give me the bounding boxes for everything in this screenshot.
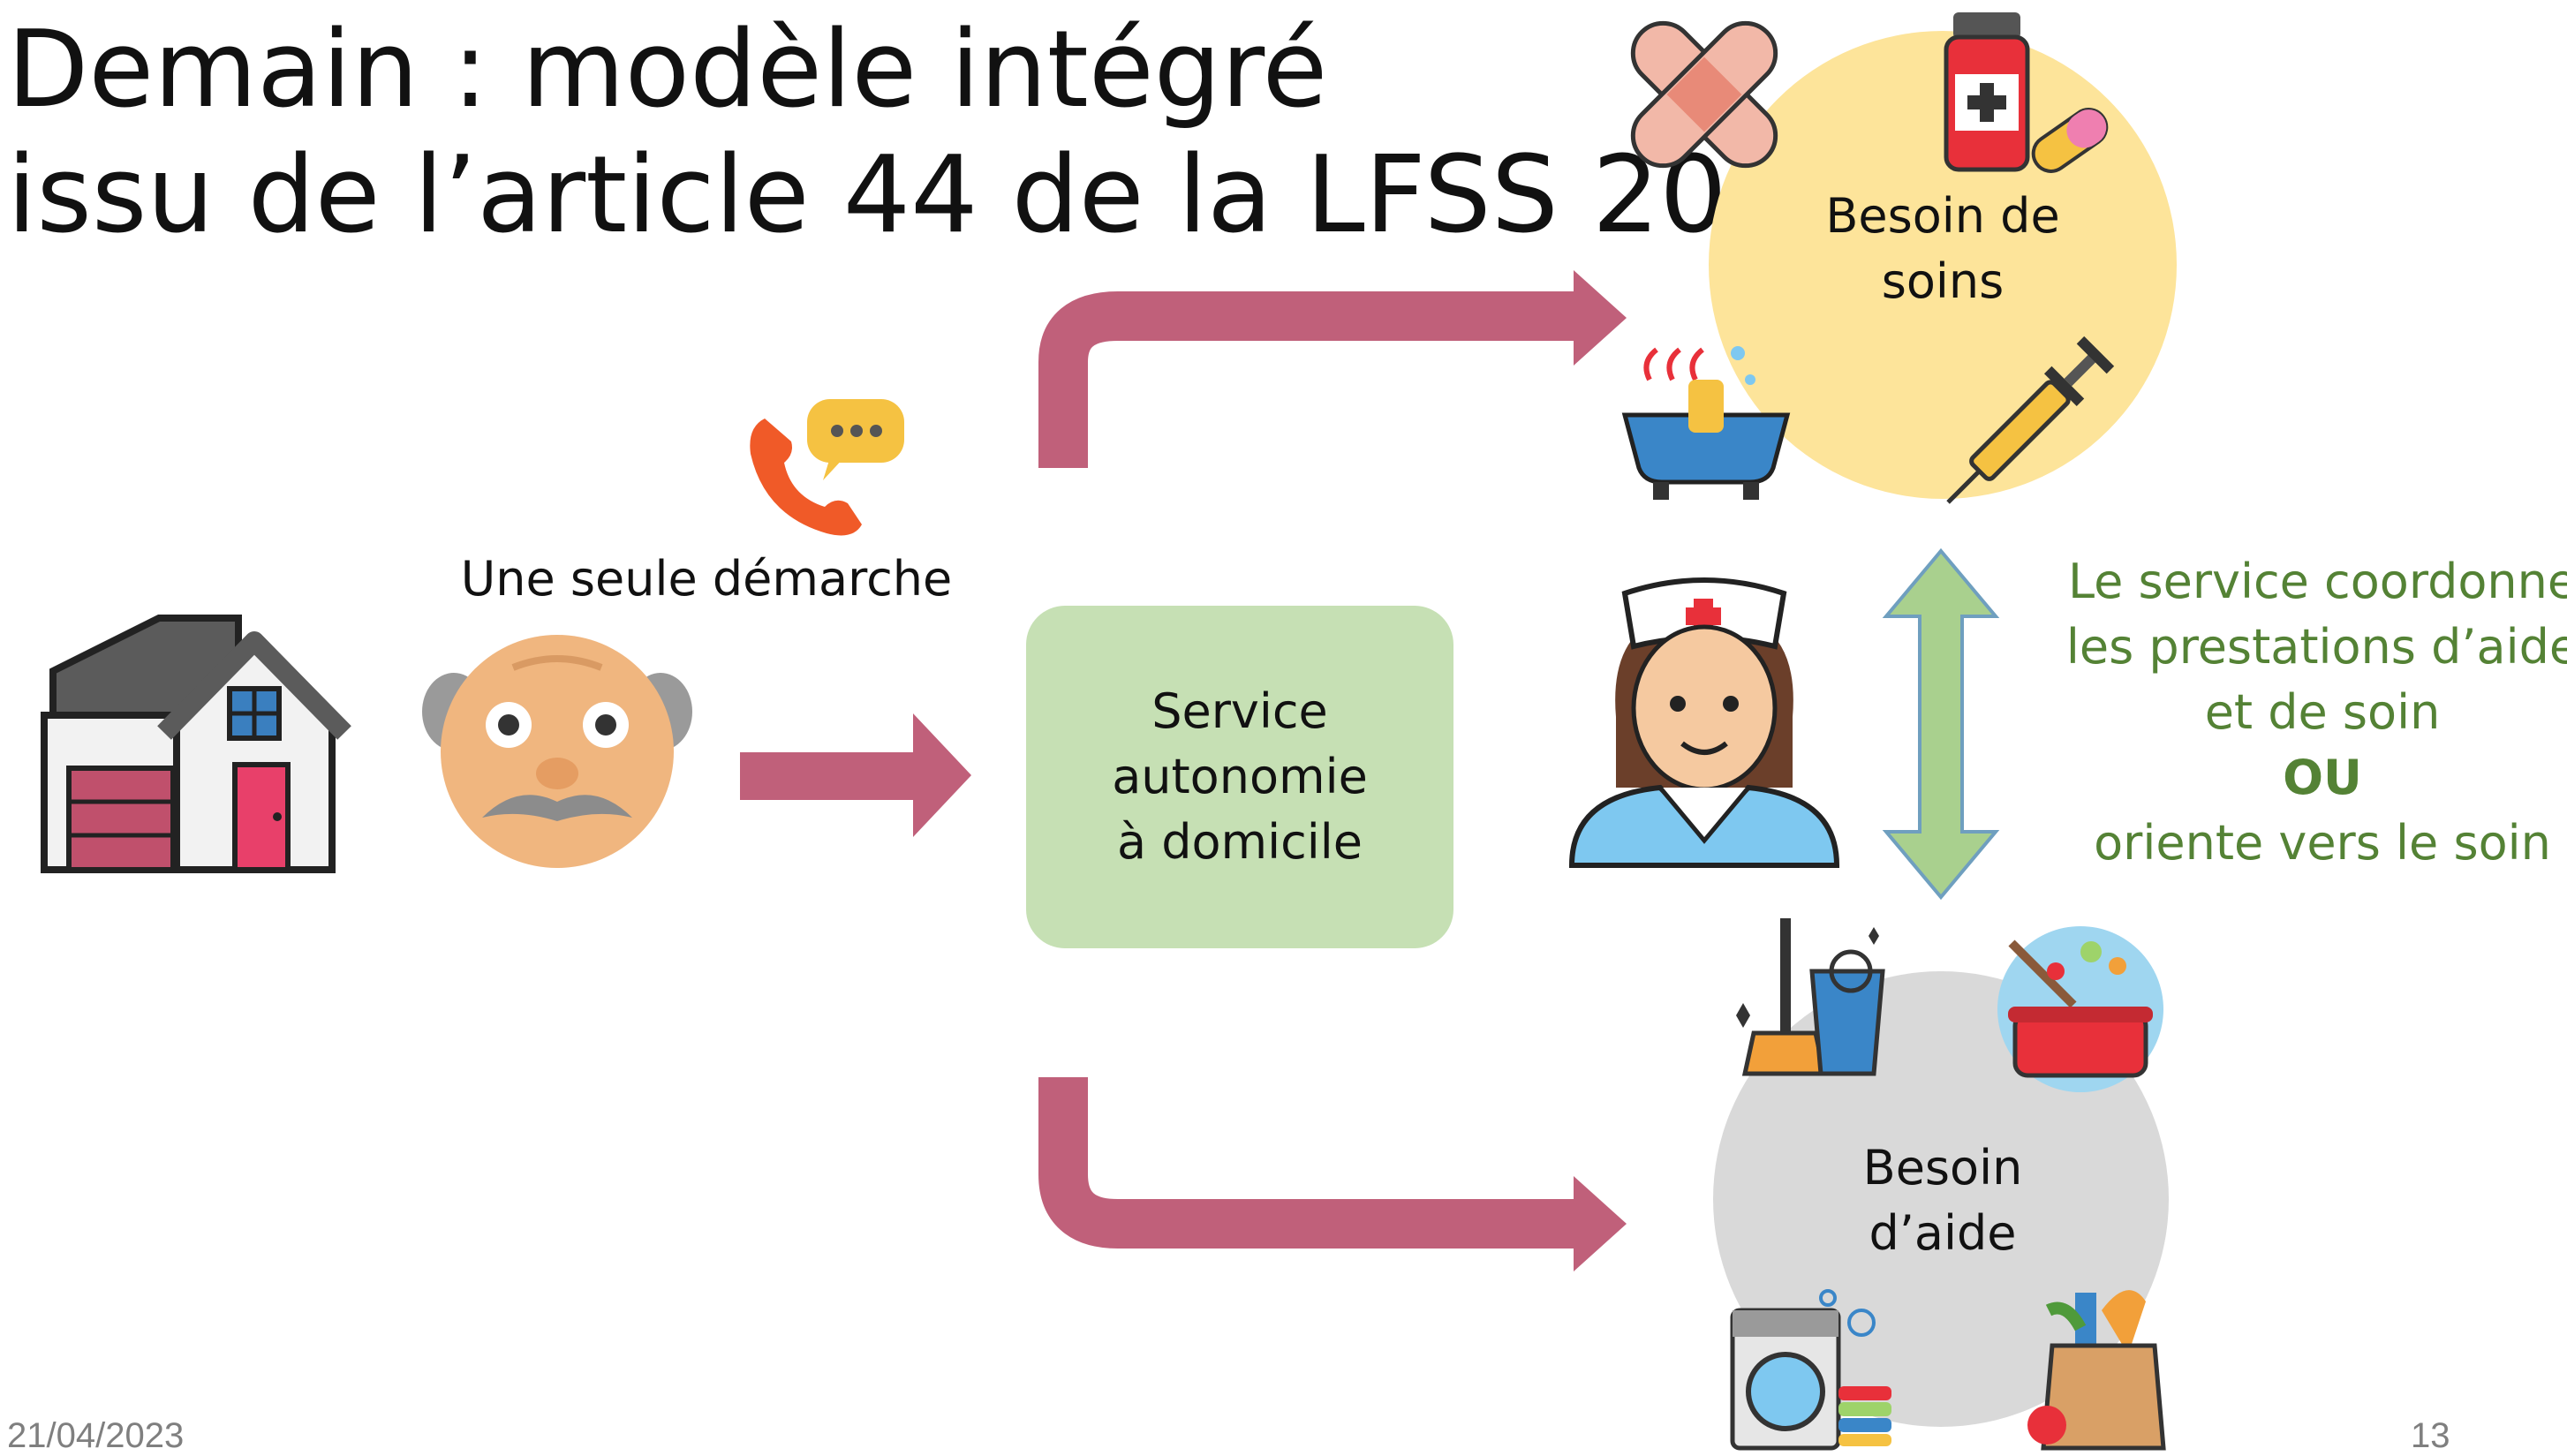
phone-chat-icon bbox=[750, 399, 904, 536]
bathtub-icon bbox=[1621, 346, 1791, 500]
une-seule-demarche-label: Une seule démarche bbox=[460, 551, 953, 607]
double-arrow-icon bbox=[1882, 547, 2000, 901]
arrow-to-aide bbox=[1038, 1077, 1627, 1271]
service-autonomie-box: Service autonomie à domicile bbox=[1026, 606, 1453, 948]
service-line: à domicile bbox=[1116, 814, 1363, 870]
bandage-icon bbox=[1630, 20, 1778, 169]
coordination-text: Le service coordonne les prestations d’a… bbox=[2057, 549, 2567, 876]
aide-line: Besoin bbox=[1862, 1140, 2023, 1196]
groceries-icon bbox=[2027, 1290, 2166, 1451]
elderly-man-icon bbox=[422, 635, 692, 868]
service-line: autonomie bbox=[1112, 749, 1368, 804]
besoin-aide-label: Besoin d’aide bbox=[1775, 1135, 2110, 1266]
aide-line: d’aide bbox=[1869, 1205, 2017, 1261]
soins-line: soins bbox=[1881, 253, 2005, 309]
nurse-icon bbox=[1568, 577, 1840, 868]
arrow-to-service bbox=[740, 713, 971, 837]
footer-date: 21/04/2023 bbox=[7, 1416, 185, 1455]
service-line: Service bbox=[1151, 683, 1328, 739]
washing-machine-icon bbox=[1730, 1289, 1891, 1451]
cooking-pot-icon bbox=[1997, 926, 2163, 1092]
coord-ou: OU bbox=[2283, 750, 2362, 805]
page-number: 13 bbox=[2411, 1416, 2450, 1455]
coord-line: les prestations d’aide bbox=[2065, 619, 2567, 675]
slide-title-line-2: issu de l’article 44 de la LFSS 2022 bbox=[7, 134, 1862, 257]
coord-line: oriente vers le soin bbox=[2094, 815, 2551, 871]
besoin-soins-label: Besoin de soins bbox=[1775, 184, 2110, 314]
medicine-icon bbox=[1944, 12, 2109, 173]
syringe-icon bbox=[1946, 336, 2115, 504]
coord-line: et de soin bbox=[2204, 684, 2441, 740]
house-icon bbox=[41, 615, 351, 873]
slide-title-line-1: Demain : modèle intégré bbox=[7, 9, 1328, 132]
coord-line: Le service coordonne bbox=[2067, 554, 2567, 609]
arrow-to-soins bbox=[1038, 270, 1627, 468]
cleaning-icon bbox=[1736, 918, 1885, 1076]
soins-line: Besoin de bbox=[1825, 188, 2060, 244]
service-box-text: Service autonomie à domicile bbox=[1112, 679, 1368, 875]
